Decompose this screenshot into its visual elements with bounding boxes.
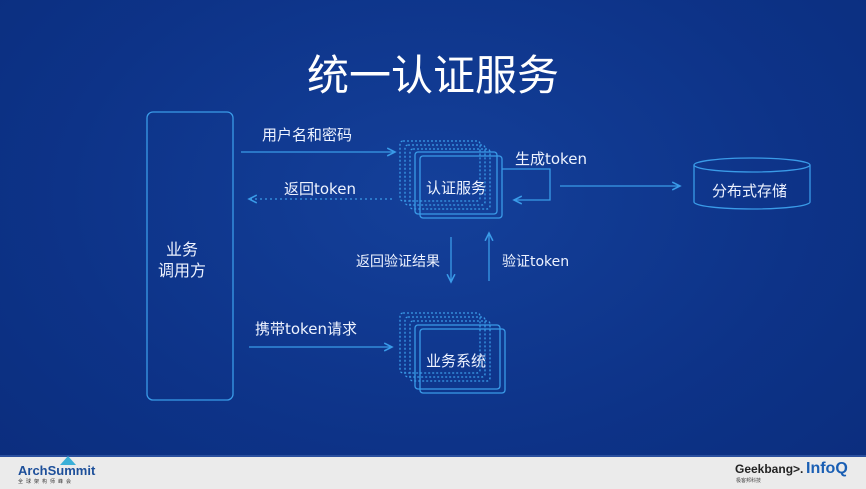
return-verify-result-label: 返回验证结果	[356, 254, 440, 270]
business-system-label: 业务系统	[426, 352, 487, 370]
credentials-label: 用户名和密码	[262, 126, 353, 144]
caller-label-2: 调用方	[158, 261, 207, 280]
slide-title: 统一认证服务	[306, 51, 559, 100]
auth-service-box	[399, 140, 503, 219]
archsummit-logo: ArchSummit	[18, 463, 96, 478]
geekbang-logo: Geekbang>.	[735, 462, 804, 476]
arrow-generate-token	[502, 168, 551, 200]
caller-label-1: 业务	[166, 240, 199, 259]
storage-cylinder	[693, 157, 811, 210]
generate-token-label: 生成token	[515, 150, 587, 168]
business-system-box	[399, 312, 506, 394]
mountain-icon	[60, 456, 76, 465]
return-token-label: 返回token	[284, 180, 356, 198]
storage-label: 分布式存储	[712, 182, 788, 200]
archsummit-subtitle: 全球架构师峰会	[18, 479, 75, 485]
caller-box	[146, 111, 234, 401]
geekbang-subtitle: 极客邦科技	[736, 478, 762, 484]
verify-token-label: 验证token	[502, 254, 570, 270]
footer: ArchSummit 全球架构师峰会 Geekbang>. 极客邦科技 Info…	[0, 455, 866, 489]
diagram	[146, 111, 811, 401]
infoq-logo: InfoQ	[806, 460, 848, 477]
request-with-token-label: 携带token请求	[255, 320, 357, 338]
auth-service-label: 认证服务	[426, 179, 487, 197]
